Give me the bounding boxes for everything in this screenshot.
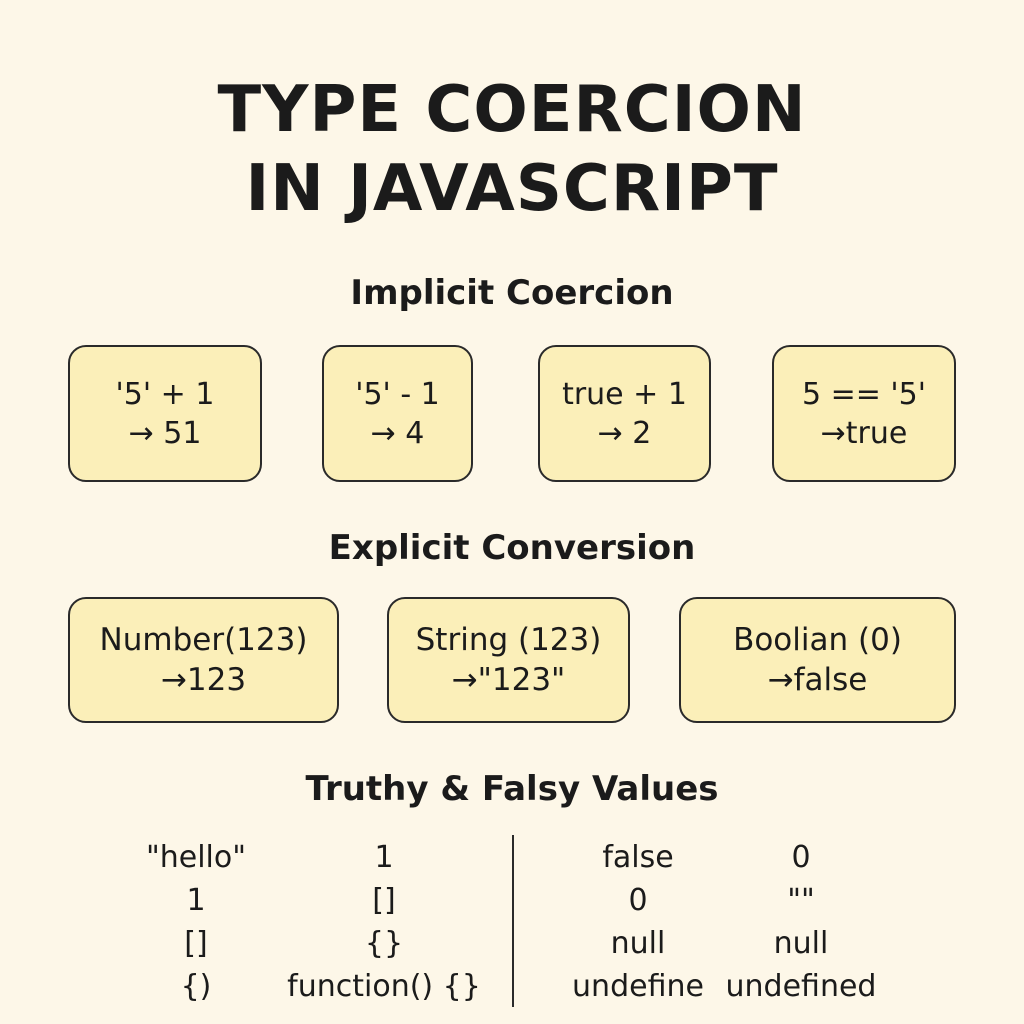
truthy-falsy-heading: Truthy & Falsy Values xyxy=(305,769,719,809)
card-expression: 5 == '5' xyxy=(801,376,926,412)
implicit-card-string-plus: '5' + 1 → 51 xyxy=(68,345,262,482)
list-item: undefine xyxy=(572,969,704,1004)
truthy-column-1: "hello" 1 [] {) xyxy=(146,836,246,1008)
list-item: "" xyxy=(787,883,815,918)
list-item: {) xyxy=(180,969,212,1004)
explicit-card-boolean: Boolian (0) →false xyxy=(679,597,956,723)
list-item: null xyxy=(610,926,666,961)
card-expression: true + 1 xyxy=(562,376,687,412)
implicit-card-string-minus: '5' - 1 → 4 xyxy=(322,345,473,482)
implicit-card-boolean-plus: true + 1 → 2 xyxy=(538,345,711,482)
list-item: 0 xyxy=(791,840,811,875)
explicit-card-number: Number(123) →123 xyxy=(68,597,339,723)
list-item: 1 xyxy=(374,840,394,875)
list-item: false xyxy=(602,840,674,875)
card-result: → 4 xyxy=(370,415,425,451)
list-item: 1 xyxy=(186,883,206,918)
card-result: →123 xyxy=(160,662,247,698)
list-item: [] xyxy=(184,926,208,961)
card-expression: '5' + 1 xyxy=(115,376,215,412)
explicit-conversion-heading: Explicit Conversion xyxy=(328,528,696,568)
card-expression: '5' - 1 xyxy=(355,376,440,412)
list-item: {} xyxy=(364,926,404,961)
card-result: →true xyxy=(820,415,908,451)
list-item: "hello" xyxy=(145,840,247,875)
title-line-2: IN JAVASCRIPT xyxy=(245,152,779,226)
list-item: null xyxy=(773,926,829,961)
card-result: →"123" xyxy=(451,662,566,698)
card-result: → 2 xyxy=(597,415,652,451)
card-result: → 51 xyxy=(128,415,202,451)
falsy-column-1: false 0 null undefine xyxy=(572,836,704,1008)
card-result: →false xyxy=(767,662,868,698)
truthy-column-2: 1 [] {} function() {} xyxy=(287,836,481,1008)
implicit-card-loose-equality: 5 == '5' →true xyxy=(772,345,956,482)
card-expression: String (123) xyxy=(415,621,602,658)
falsy-column-2: 0 "" null undefined xyxy=(726,836,877,1008)
column-divider xyxy=(512,835,514,1007)
card-expression: Number(123) xyxy=(99,621,308,658)
title-line-1: TYPE COERCION xyxy=(217,73,807,147)
implicit-coercion-heading: Implicit Coercion xyxy=(350,273,674,313)
card-expression: Boolian (0) xyxy=(733,621,902,658)
explicit-card-string: String (123) →"123" xyxy=(387,597,630,723)
list-item: 0 xyxy=(628,883,648,918)
list-item: function() {} xyxy=(287,969,481,1004)
list-item: undefined xyxy=(725,969,877,1004)
list-item: [] xyxy=(372,883,396,918)
